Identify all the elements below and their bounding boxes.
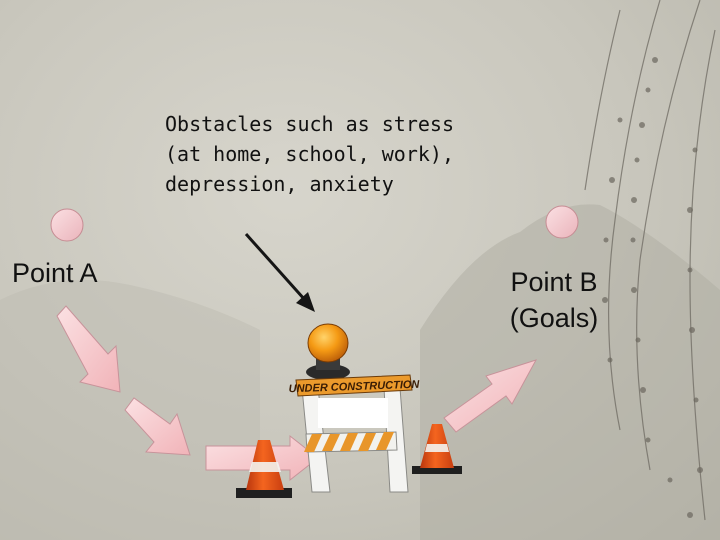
barricade: UNDER CONSTRUCTION bbox=[288, 324, 420, 492]
warning-light bbox=[308, 324, 348, 362]
path-arrow-4 bbox=[444, 360, 536, 432]
path-arrow-1 bbox=[57, 306, 120, 392]
traffic-cone-right bbox=[412, 424, 462, 474]
point-b-circle bbox=[546, 206, 578, 238]
point-a-circle bbox=[51, 209, 83, 241]
striped-board bbox=[304, 432, 397, 452]
pointer-arrow bbox=[246, 234, 315, 312]
path-arrow-2 bbox=[125, 398, 190, 455]
